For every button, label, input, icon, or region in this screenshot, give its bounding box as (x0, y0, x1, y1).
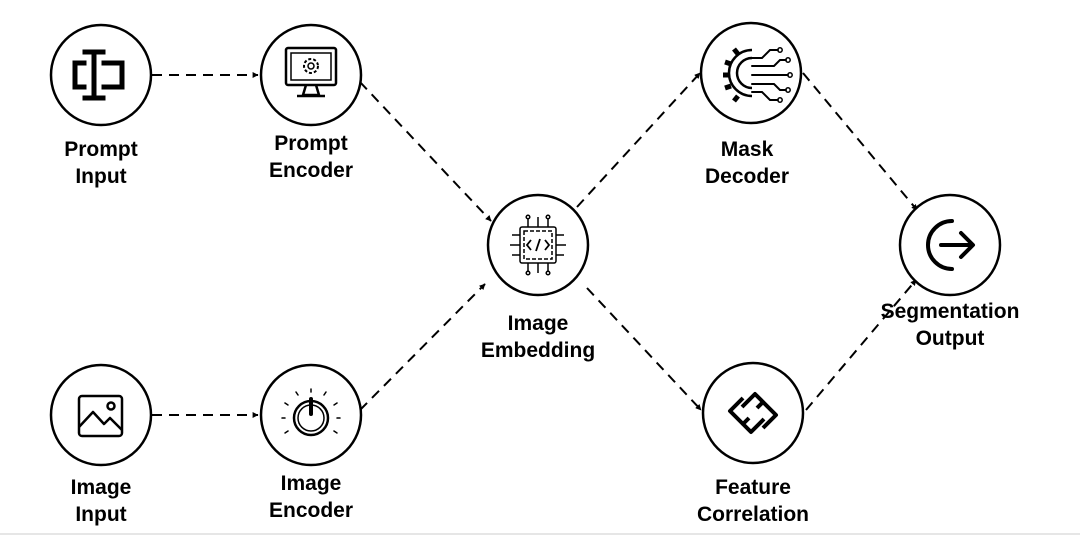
label-line: Encoder (268, 499, 354, 522)
label-line: Feature (715, 476, 791, 499)
bottom-divider (0, 533, 1080, 535)
edge-image-embedding-to-mask-decoder (576, 72, 701, 208)
image-icon (77, 394, 124, 438)
edge-prompt-encoder-to-image-embedding (359, 81, 492, 222)
label-image-embedding: Image Embedding (448, 310, 628, 364)
label-line: Output (915, 327, 985, 350)
label-line: Segmentation (880, 300, 1020, 323)
link-icon (728, 392, 778, 434)
text-cursor-icon (72, 49, 125, 101)
label-segmentation-output: Segmentation Output (860, 298, 1040, 352)
label-prompt-encoder: Prompt Encoder (221, 130, 401, 184)
label-line: Input (75, 165, 127, 188)
node-image-input (49, 363, 153, 467)
label-feature-correlation: Feature Correlation (663, 474, 843, 528)
code-chip-icon (510, 214, 566, 276)
node-feature-correlation (701, 361, 805, 465)
label-line: Image (70, 476, 132, 499)
edge-mask-decoder-to-segmentation-output (802, 72, 918, 211)
label-image-input: Image Input (11, 474, 191, 528)
edge-image-encoder-to-image-embedding (359, 283, 486, 411)
label-line: Image (507, 312, 569, 335)
edge-feature-correlation-to-segmentation-output (805, 279, 917, 411)
label-image-encoder: Image Encoder (221, 470, 401, 524)
gear-circuit-icon (723, 47, 793, 103)
label-line: Input (75, 503, 127, 526)
exit-arrow-icon (926, 219, 975, 271)
label-line: Prompt (274, 132, 348, 155)
label-line: Embedding (480, 339, 596, 362)
node-prompt-encoder (259, 23, 363, 127)
edge-image-embedding-to-feature-correlation (586, 287, 702, 411)
label-line: Prompt (64, 138, 138, 161)
knob-dial-icon (281, 388, 341, 437)
label-line: Correlation (696, 503, 809, 526)
label-prompt-input: Prompt Input (11, 136, 191, 190)
monitor-gear-icon (284, 46, 338, 98)
node-mask-decoder (699, 21, 803, 125)
label-mask-decoder: Mask Decoder (657, 136, 837, 190)
node-prompt-input (49, 23, 153, 127)
label-line: Encoder (268, 159, 354, 182)
label-line: Decoder (704, 165, 790, 188)
label-line: Mask (720, 138, 774, 161)
label-line: Image (280, 472, 342, 495)
